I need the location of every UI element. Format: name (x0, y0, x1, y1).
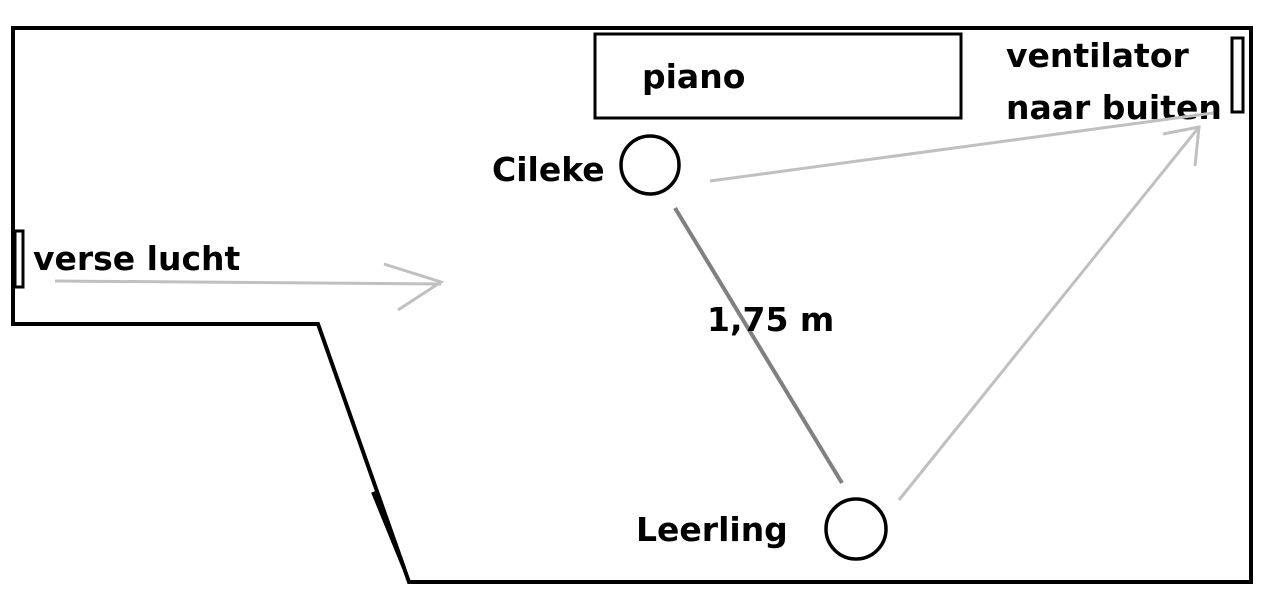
airflow-arrow-head (1162, 125, 1201, 167)
ventilator-outlet (1230, 36, 1245, 114)
airflow-teacher-to-ventilator (709, 111, 1214, 183)
student-label: Leerling (636, 510, 788, 549)
ventilator-label-line2: naar buiten (1006, 88, 1222, 127)
piano (593, 32, 963, 120)
door-mark (371, 491, 406, 569)
teacher-position (619, 134, 681, 196)
fresh-air-label: verse lucht (33, 239, 241, 278)
fresh-air-arrow-head (383, 262, 445, 312)
distance-label: 1,75 m (707, 300, 834, 339)
fresh-air-inlet (13, 229, 25, 289)
room-wall (11, 26, 1253, 584)
fresh-air-arrow-shaft (54, 279, 442, 286)
ventilator-label-line1: ventilator (1006, 36, 1189, 75)
piano-label: piano (642, 57, 745, 96)
student-position (824, 497, 888, 561)
airflow-student-to-ventilator (897, 126, 1201, 501)
teacher-label: Cileke (492, 150, 605, 189)
distance-line (673, 206, 844, 485)
